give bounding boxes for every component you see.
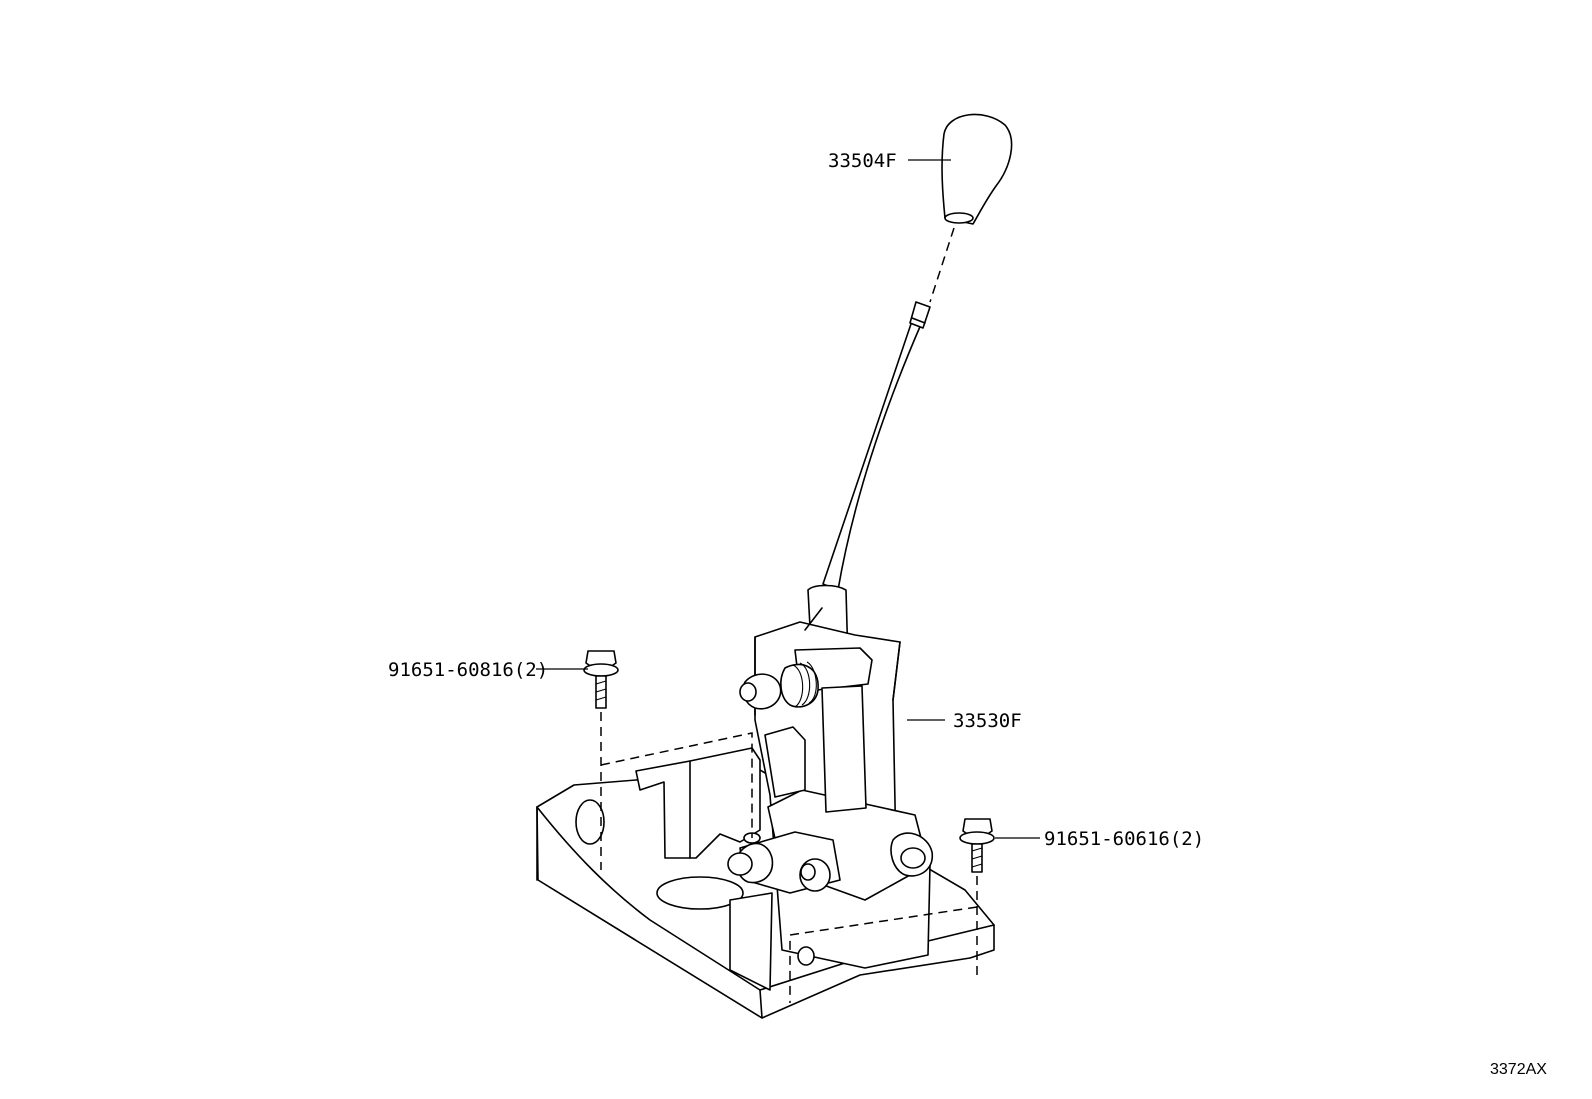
knob-axis-dashed-line	[929, 227, 955, 303]
upper-spring-pivot	[739, 607, 873, 710]
callout-label-91651-60616: 91651-60616(2)	[1044, 828, 1204, 850]
callout-label-33504F: 33504F	[828, 150, 897, 172]
shift-lever-rod	[807, 301, 931, 671]
rear-bracket	[635, 747, 761, 859]
bolt-left-icon	[583, 650, 619, 709]
lower-pivot-shaft	[727, 831, 933, 991]
callout-label-33530F: 33530F	[953, 710, 1022, 732]
callout-label-91651-60816: 91651-60816(2)	[388, 659, 548, 681]
vertical-post	[821, 685, 867, 813]
illustration-code: 3372AX	[1490, 1061, 1547, 1078]
mounting-dashed-lines	[600, 712, 978, 1003]
callout-leaders	[536, 159, 1040, 839]
shift-knob	[941, 113, 1013, 225]
bolt-right-icon	[959, 818, 995, 873]
